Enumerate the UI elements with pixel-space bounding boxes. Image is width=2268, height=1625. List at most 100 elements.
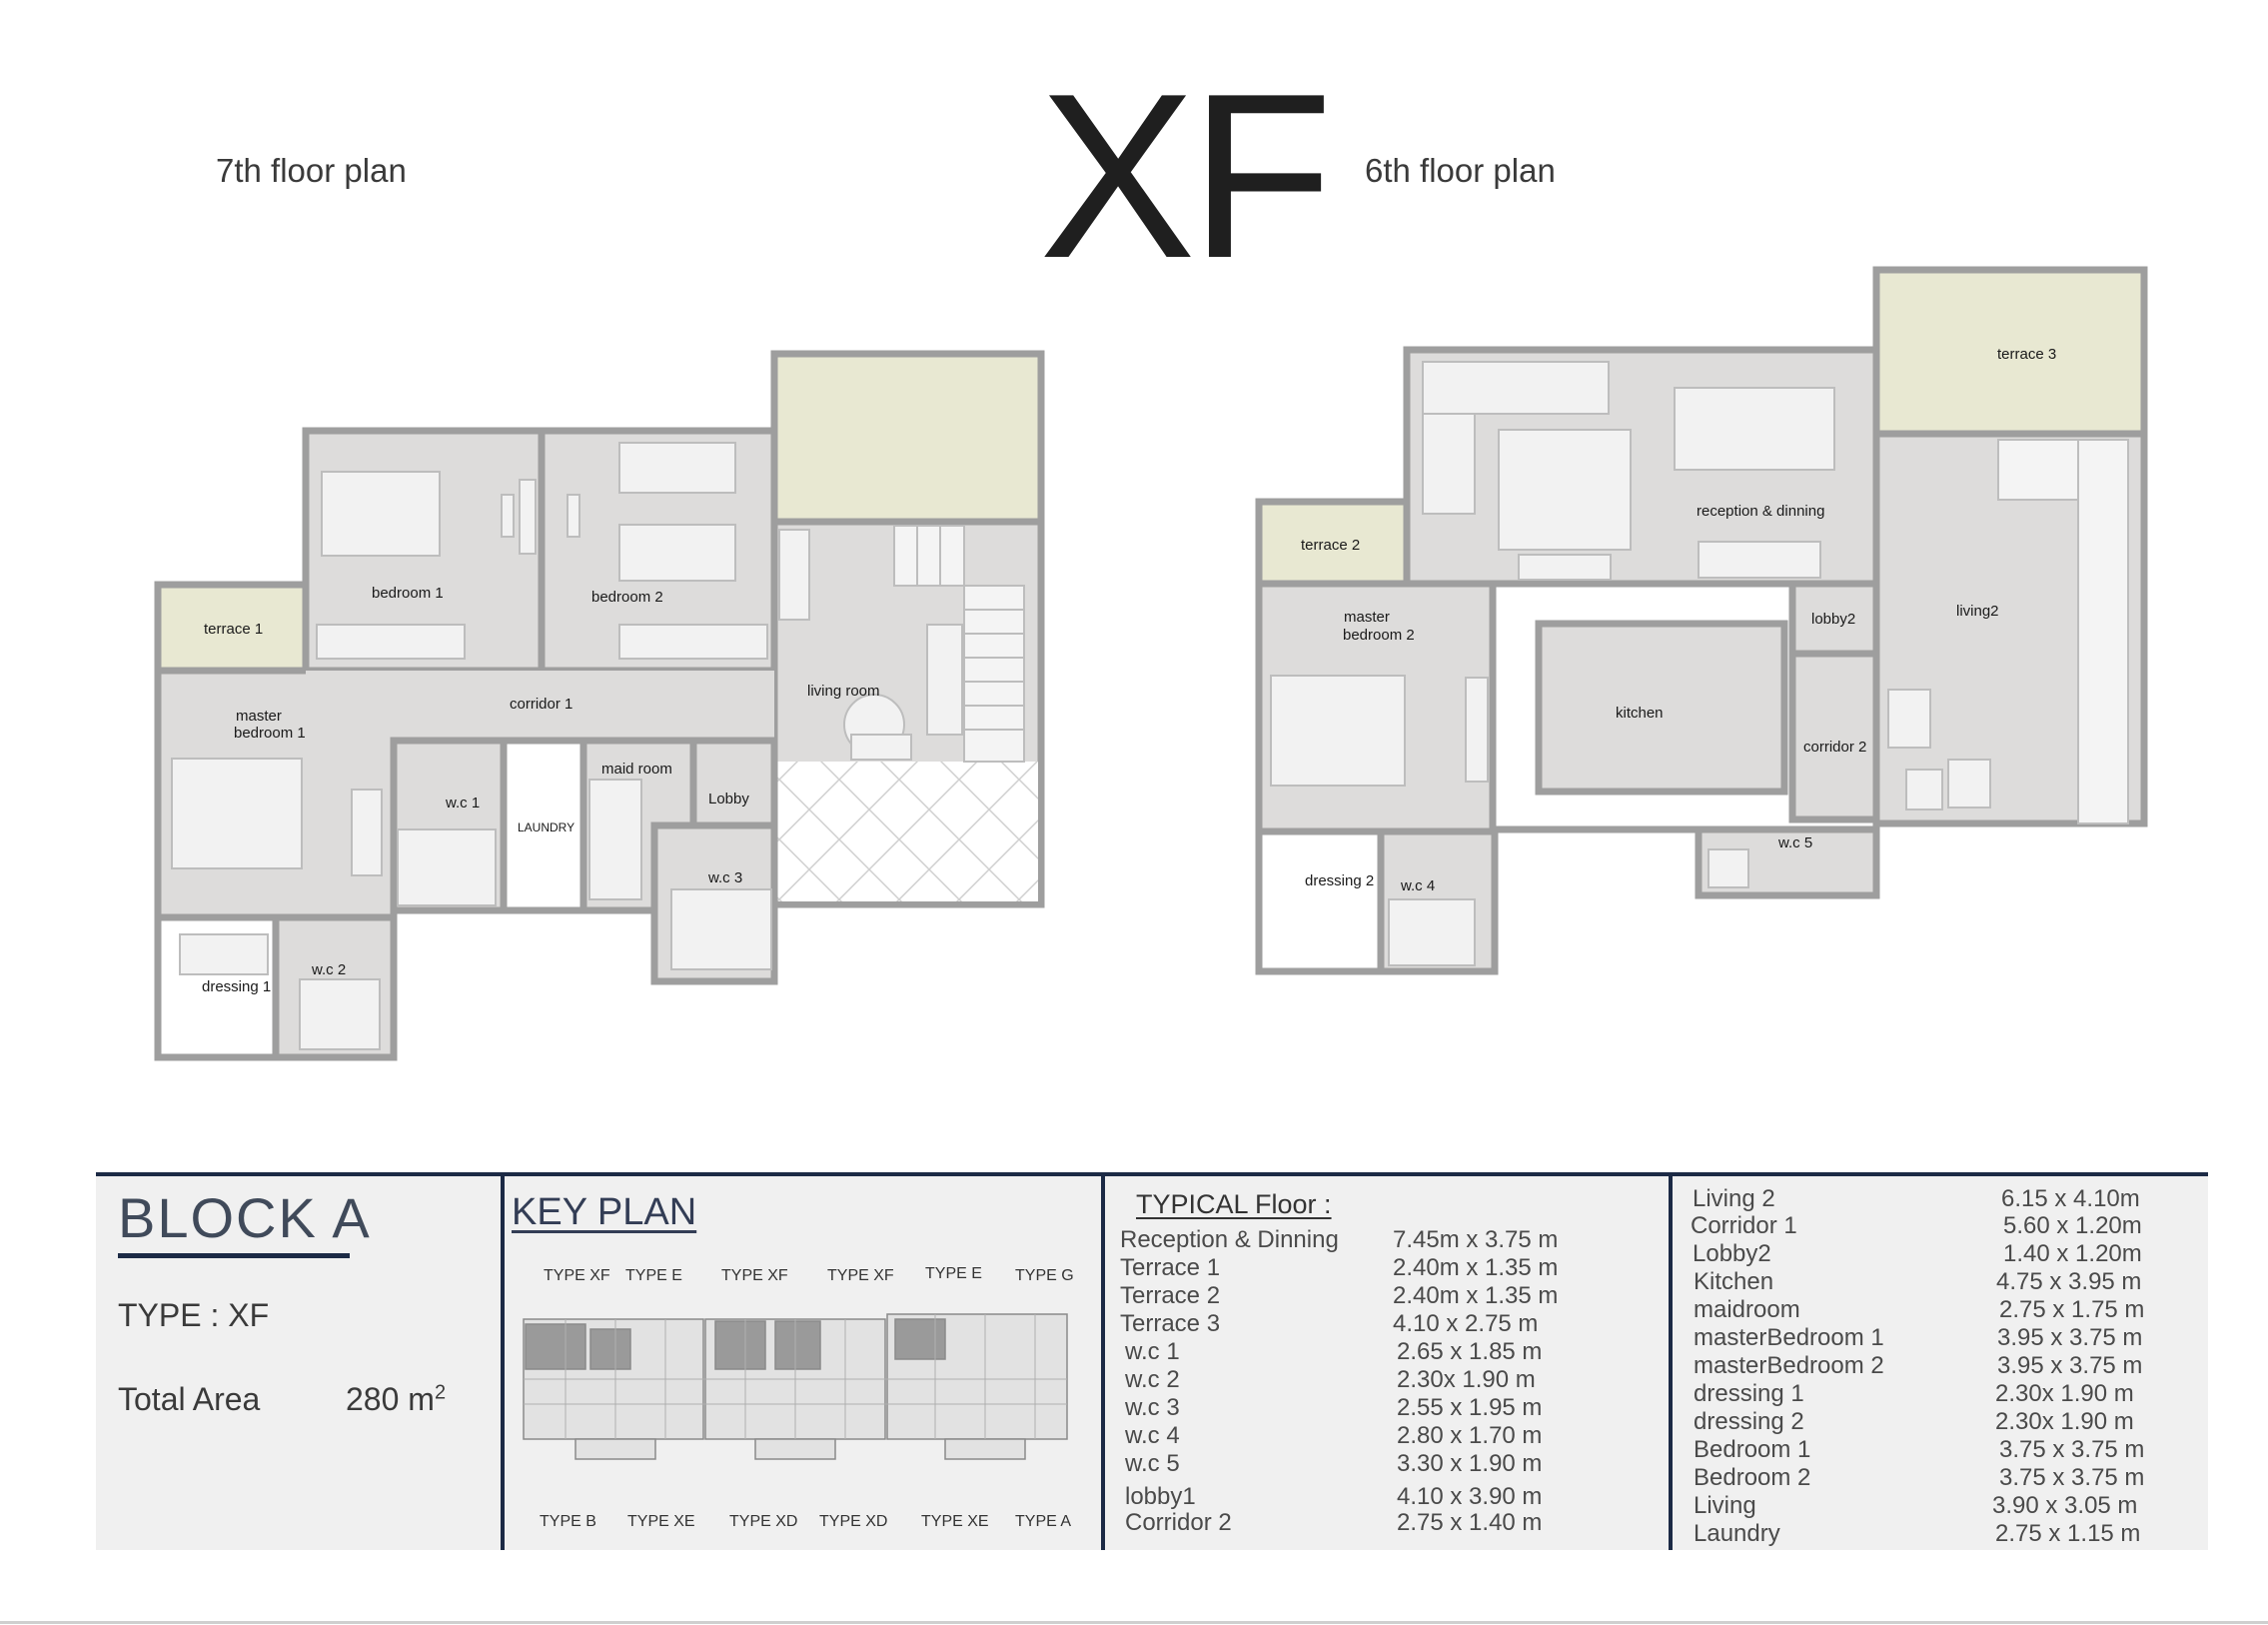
spec-name: Living xyxy=(1694,1492,1756,1519)
spec-value: 2.80 x 1.70 m xyxy=(1397,1422,1543,1449)
spec-value: 4.10 x 3.90 m xyxy=(1397,1483,1543,1510)
svg-text:lobby2: lobby2 xyxy=(1811,611,1855,628)
key-plan-label: TYPE XF xyxy=(721,1267,788,1284)
key-plan-label: TYPE E xyxy=(625,1267,682,1284)
spec-value: 2.65 x 1.85 m xyxy=(1397,1338,1543,1365)
spec-name: w.c 3 xyxy=(1125,1394,1180,1421)
plan-7th-floor xyxy=(154,350,1045,1061)
spec-name: Bedroom 2 xyxy=(1694,1464,1811,1491)
svg-text:bedroom 1: bedroom 1 xyxy=(372,585,444,602)
svg-text:terrace 1: terrace 1 xyxy=(204,621,263,638)
total-area-value: 280 m2 xyxy=(346,1381,446,1418)
key-plan-label: TYPE XD xyxy=(729,1513,798,1530)
spec-value: 2.75 x 1.40 m xyxy=(1397,1509,1543,1536)
spec-name: Corridor 2 xyxy=(1125,1509,1232,1536)
svg-text:w.c 4: w.c 4 xyxy=(1400,877,1435,894)
spec-name: Terrace 1 xyxy=(1120,1254,1221,1281)
spec-name: dressing 2 xyxy=(1694,1408,1804,1435)
spec-value: 4.75 x 3.95 m xyxy=(1996,1268,2142,1295)
svg-text:corridor 1: corridor 1 xyxy=(510,696,572,713)
block-title: BLOCK A xyxy=(118,1186,372,1249)
spec-name: w.c 2 xyxy=(1125,1366,1180,1393)
svg-text:master: master xyxy=(236,708,282,725)
spec-value: 2.30x 1.90 m xyxy=(1995,1408,2134,1435)
spec-name: Kitchen xyxy=(1694,1268,1774,1295)
key-plan-label: TYPE E xyxy=(925,1265,982,1282)
spec-value: 2.55 x 1.95 m xyxy=(1397,1394,1543,1421)
spec-name: Bedroom 1 xyxy=(1694,1436,1811,1463)
spec-value: 2.40m x 1.35 m xyxy=(1393,1254,1559,1281)
spec-value: 3.75 x 3.75 m xyxy=(1999,1436,2145,1463)
block-title-underline xyxy=(118,1253,350,1258)
page-title: XF xyxy=(1039,44,1333,307)
svg-text:maid room: maid room xyxy=(601,761,672,778)
svg-text:bedroom 2: bedroom 2 xyxy=(591,589,663,606)
spec-value: 7.45m x 3.75 m xyxy=(1393,1226,1559,1253)
plan-6th-floor xyxy=(1255,266,2148,975)
svg-text:w.c 1: w.c 1 xyxy=(445,795,480,812)
key-plan-label: TYPE XF xyxy=(827,1267,894,1284)
spec-name: Corridor 1 xyxy=(1691,1212,1797,1239)
svg-text:dressing 1: dressing 1 xyxy=(202,978,271,995)
typical-floor-panel xyxy=(1105,1176,1669,1550)
key-plan-label: TYPE XF xyxy=(544,1267,610,1284)
key-plan-label: TYPE B xyxy=(540,1513,596,1530)
spec-value: 3.90 x 3.05 m xyxy=(1992,1492,2138,1519)
plan-6th-labels: terrace 3 reception & dinning terrace 2 … xyxy=(1301,346,2056,894)
svg-text:w.c 2: w.c 2 xyxy=(311,961,346,978)
spec-value: 6.15 x 4.10m xyxy=(2001,1185,2140,1212)
svg-text:bedroom 2: bedroom 2 xyxy=(1343,627,1415,644)
svg-text:LAUNDRY: LAUNDRY xyxy=(518,820,574,834)
key-plan-drawing xyxy=(523,1313,1068,1460)
spec-name: Living 2 xyxy=(1693,1185,1775,1212)
key-plan-label: TYPE G xyxy=(1015,1267,1074,1284)
spec-value: 2.75 x 1.15 m xyxy=(1995,1520,2141,1547)
svg-text:living2: living2 xyxy=(1956,603,1999,620)
key-plan-label: TYPE A xyxy=(1015,1513,1072,1530)
spec-value: 2.40m x 1.35 m xyxy=(1393,1282,1559,1309)
spec-value: 2.75 x 1.75 m xyxy=(1999,1296,2145,1323)
terrace-void-7 xyxy=(770,350,1045,526)
spec-value: 2.30x 1.90 m xyxy=(1995,1380,2134,1407)
caption-7th-floor: 7th floor plan xyxy=(216,152,407,189)
key-plan-title: KEY PLAN xyxy=(512,1191,697,1233)
key-plan-label: TYPE XE xyxy=(921,1513,989,1530)
plan-7th-furniture xyxy=(171,442,963,1050)
spec-value: 1.40 x 1.20m xyxy=(2003,1240,2142,1267)
svg-text:living room: living room xyxy=(807,683,880,700)
svg-text:dressing 2: dressing 2 xyxy=(1305,872,1374,889)
typical-floor-title: TYPICAL Floor : xyxy=(1136,1189,1332,1219)
spec-name: masterBedroom 2 xyxy=(1694,1352,1884,1379)
spec-name: w.c 5 xyxy=(1125,1450,1180,1477)
spec-name: Reception & Dinning xyxy=(1120,1226,1339,1253)
spec-value: 3.95 x 3.75 m xyxy=(1997,1324,2143,1351)
key-plan-label: TYPE XD xyxy=(819,1513,888,1530)
spec-name: Terrace 3 xyxy=(1120,1310,1221,1337)
svg-text:reception & dinning: reception & dinning xyxy=(1697,503,1824,520)
caption-6th-floor: 6th floor plan xyxy=(1365,152,1556,189)
svg-text:corridor 2: corridor 2 xyxy=(1803,739,1866,756)
plan-7th-labels: terrace 1 bedroom 1 bedroom 2 master bed… xyxy=(202,585,880,995)
spec-value: 5.60 x 1.20m xyxy=(2003,1212,2142,1239)
plan-6th-furniture xyxy=(1270,361,1991,966)
area-number: 280 m xyxy=(346,1381,435,1417)
spec-value: 3.30 x 1.90 m xyxy=(1397,1450,1543,1477)
key-plan-label: TYPE XE xyxy=(627,1513,695,1530)
specs-right-panel xyxy=(1673,1176,2208,1550)
spec-name: w.c 1 xyxy=(1125,1338,1180,1365)
floor-plans-drawing: terrace 1 bedroom 1 bedroom 2 master bed… xyxy=(154,266,2148,1061)
spec-value: 3.95 x 3.75 m xyxy=(1997,1352,2143,1379)
spec-name: w.c 4 xyxy=(1125,1422,1180,1449)
svg-text:w.c 3: w.c 3 xyxy=(707,869,742,886)
panel-divider xyxy=(1669,1176,1673,1550)
page-bottom-rule xyxy=(0,1621,2268,1624)
spec-name: Laundry xyxy=(1694,1520,1780,1547)
spec-name: dressing 1 xyxy=(1694,1380,1804,1407)
spec-name: Lobby2 xyxy=(1693,1240,1771,1267)
spec-value: 3.75 x 3.75 m xyxy=(1999,1464,2145,1491)
svg-text:bedroom 1: bedroom 1 xyxy=(234,725,306,742)
panel-divider xyxy=(1101,1176,1105,1550)
svg-text:terrace 3: terrace 3 xyxy=(1997,346,2056,363)
svg-text:w.c 5: w.c 5 xyxy=(1777,834,1812,851)
spec-name: Terrace 2 xyxy=(1120,1282,1221,1309)
